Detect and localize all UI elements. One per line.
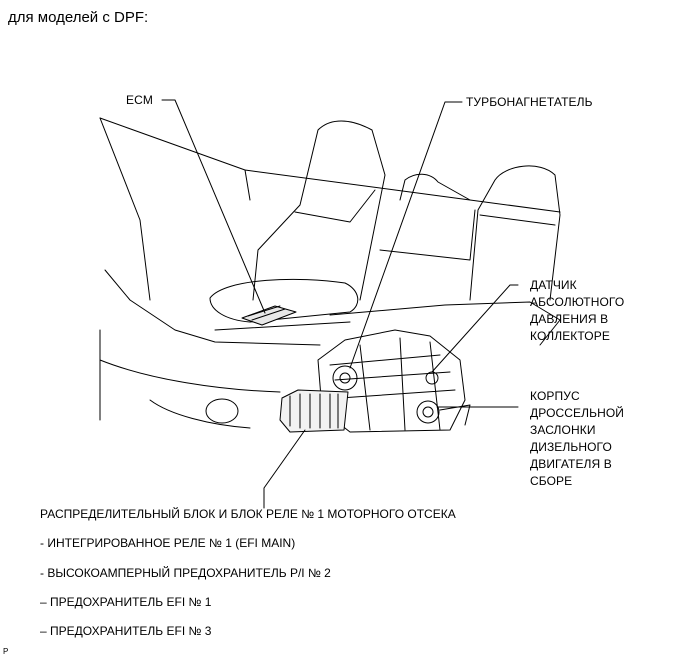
middle-seat-back [399,173,471,201]
relay-block-item: - ВЫСОКОАМПЕРНЫЙ ПРЕДОХРАНИТЕЛЬ P/I № 2 [40,566,331,580]
map-sensor-mark [425,371,439,385]
bumper-line [149,399,251,429]
relay-block-title: РАСПРЕДЕЛИТЕЛЬНЫЙ БЛОК И БЛОК РЕЛЕ № 1 М… [40,507,456,521]
headlamp [205,398,239,424]
throttle-body-label-line: ДИЗЕЛЬНОГО [530,440,612,454]
map-sensor-label-line: ДАВЛЕНИЯ В [530,312,609,326]
left-seat-rail [214,321,351,331]
left-seat-back [252,120,386,301]
throttle-body-valve [422,406,434,418]
relay-block-item: – ПРЕДОХРАНИТЕЛЬ EFI № 1 [40,595,212,609]
throttle-body-label-line: КОРПУС [530,389,580,403]
turbocharger-housing [332,365,358,391]
turbocharger-label: ТУРБОНАГНЕТАТЕЛЬ [466,95,593,109]
relay-block-item: - ИНТЕГРИРОВАННОЕ РЕЛЕ № 1 (EFI MAIN) [40,536,296,550]
map-sensor-label-line: КОЛЛЕКТОРЕ [530,329,610,343]
engine-detail [329,337,456,431]
right-seat-seam [479,214,556,226]
throttle-body-label-line: СБОРЕ [530,474,573,488]
map-sensor-label-line: ДАТЧИК [530,278,577,292]
turbocharger-hub [339,372,351,384]
ecm-leader [161,99,266,314]
right-seat-back [469,165,561,301]
throttle-body-label: КОРПУС ДРОССЕЛЬНОЙ ЗАСЛОНКИ ДИЗЕЛЬНОГО Д… [530,388,624,490]
throttle-body-label-line: ДРОССЕЛЬНОЙ [530,406,625,420]
throttle-body-housing [416,400,440,424]
page-heading: для моделей с DPF: [8,9,149,26]
throttle-body-label-line: ДВИГАТЕЛЯ В [530,457,612,471]
roof-line [99,117,561,213]
map-sensor-label-line: АБСОЛЮТНОГО [530,295,625,309]
relay-block-body [279,389,349,433]
a-pillar [99,117,151,301]
relay-block-cells [289,393,339,429]
map-sensor-label: ДАТЧИК АБСОЛЮТНОГО ДАВЛЕНИЯ В КОЛЛЕКТОРЕ [530,277,624,345]
roof-crossbar [244,169,251,201]
turbo-leader [349,101,463,369]
left-seat-cushion [209,278,359,323]
body-beltline [104,269,321,346]
corner-mark: P [3,647,9,656]
relay-block-leader [263,429,306,509]
ecm-label: ECM [126,93,153,107]
relay-block-item: – ПРЕДОХРАНИТЕЛЬ EFI № 3 [40,624,212,638]
map-sensor-leader [431,284,519,373]
throttle-body-label-line: ЗАСЛОНКИ [530,423,596,437]
left-seat-back-seam [294,189,376,223]
engine-right-detail [439,404,471,426]
right-seat-cushion [329,301,561,346]
middle-seat-edge [379,209,476,261]
hood-line [99,359,281,393]
